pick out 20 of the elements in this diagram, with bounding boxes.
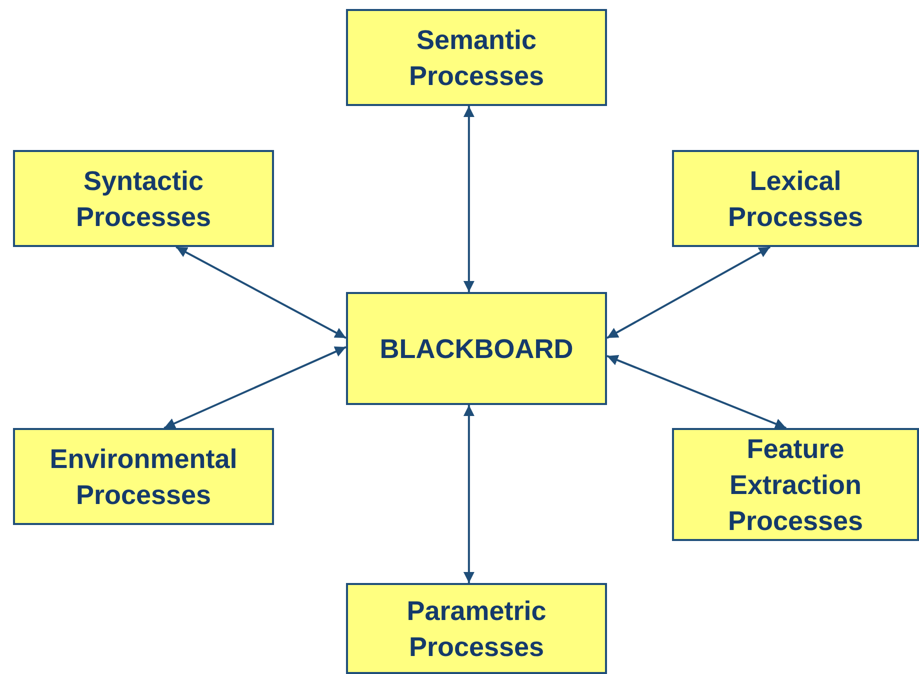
process-box	[672, 428, 919, 541]
box-label: Semantic Processes	[408, 24, 546, 92]
process-box	[13, 428, 274, 525]
process-box	[672, 150, 919, 247]
box-label: Parametric Processes	[406, 594, 548, 664]
box-label: Syntactic Processes	[74, 164, 212, 234]
double-arrow	[164, 346, 346, 429]
double-arrow	[606, 354, 786, 429]
process-box	[346, 9, 607, 106]
double-arrow	[606, 246, 771, 339]
process-box	[13, 150, 274, 247]
box-label: Lexical Processes	[726, 164, 864, 234]
process-box	[346, 583, 607, 674]
box-label: Environmental Processes	[48, 442, 238, 512]
box-label: Feature Extraction Processes	[726, 432, 864, 538]
double-arrow	[176, 246, 346, 339]
double-arrow	[463, 106, 474, 292]
double-arrow	[463, 405, 474, 583]
process-box	[346, 292, 607, 405]
heading: BLACKBOARD	[378, 332, 574, 366]
